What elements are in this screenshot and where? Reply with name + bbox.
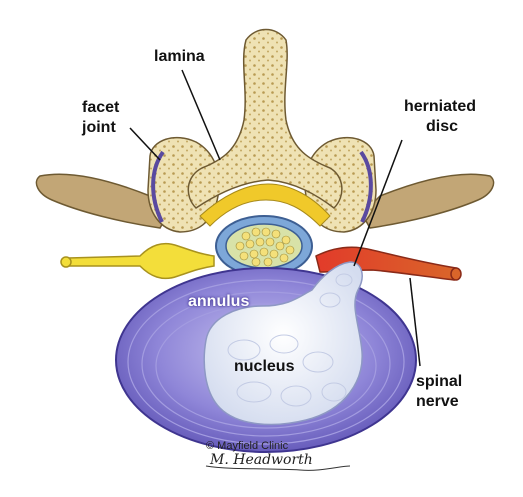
left-spinal-nerve xyxy=(67,242,215,280)
cauda-equina-roots xyxy=(235,227,295,267)
left-transverse-process xyxy=(35,173,169,229)
label-herniated-disc-line1: herniated xyxy=(404,98,477,115)
spinal-nerve-leader xyxy=(409,277,421,367)
right-transverse-process xyxy=(361,173,495,229)
signature-flourish xyxy=(205,465,351,471)
artist-signature: M. Headworth xyxy=(210,452,313,468)
label-nucleus: nucleus xyxy=(234,358,295,375)
label-herniated-disc-line2: disc xyxy=(426,118,459,135)
label-spinal-nerve-line2: nerve xyxy=(416,393,459,410)
herniated-disc-leader xyxy=(353,139,403,267)
nucleus-texture xyxy=(227,273,353,407)
right-facet-cartilage xyxy=(359,150,373,223)
label-spinal-nerve-line1: spinal xyxy=(416,373,463,390)
annulus-rings xyxy=(127,279,405,445)
lamina xyxy=(187,28,343,209)
label-annulus: annulus xyxy=(188,293,250,310)
facet-joint-leader xyxy=(129,127,161,161)
ligamentum-flavum xyxy=(199,183,331,227)
label-facet-joint-line2: joint xyxy=(82,119,116,136)
lamina-leader xyxy=(181,69,221,161)
left-facet-cartilage xyxy=(151,150,165,223)
label-lamina: lamina xyxy=(154,48,205,65)
left-facet-joint xyxy=(147,136,220,233)
label-facet-joint-line1: facet xyxy=(82,99,120,116)
copyright-credit: © Mayfield Clinic xyxy=(206,440,289,452)
